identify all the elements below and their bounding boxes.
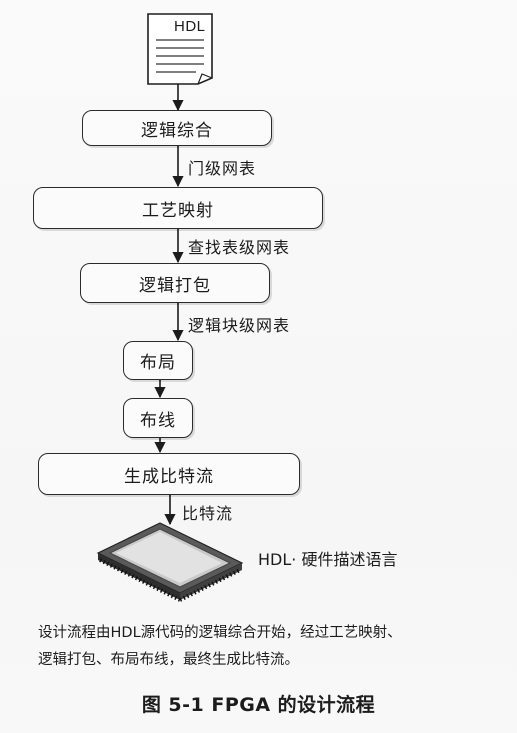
hdl-legend: HDL· 硬件描述语言 <box>258 550 398 569</box>
step-placement: 布局 <box>123 341 193 380</box>
step-logic-synthesis: 逻辑综合 <box>82 110 272 146</box>
figure-title: 图 5-1 FPGA 的设计流程 <box>141 694 376 716</box>
edge-label-gate-netlist: 门级网表 <box>188 159 257 178</box>
caption-line-2: 逻辑打包、布局布线，最终生成比特流。 <box>38 652 299 668</box>
hdl-document-icon <box>147 13 213 85</box>
edge-label-lut-netlist: 查找表级网表 <box>188 238 291 257</box>
step-routing: 布线 <box>123 398 193 438</box>
hdl-document-label: HDL <box>174 18 206 35</box>
fpga-chip-icon <box>96 522 244 602</box>
caption-line-1: 设计流程由HDL源代码的逻辑综合开始，经过工艺映射、 <box>38 625 402 641</box>
edge-label-logic-block-netlist: 逻辑块级网表 <box>188 316 291 335</box>
edge-label-bitstream: 比特流 <box>182 504 234 523</box>
step-technology-mapping: 工艺映射 <box>33 187 323 229</box>
flow-diagram <box>96 13 244 602</box>
step-generate-bitstream: 生成比特流 <box>38 453 300 495</box>
step-logic-packing: 逻辑打包 <box>80 263 270 303</box>
